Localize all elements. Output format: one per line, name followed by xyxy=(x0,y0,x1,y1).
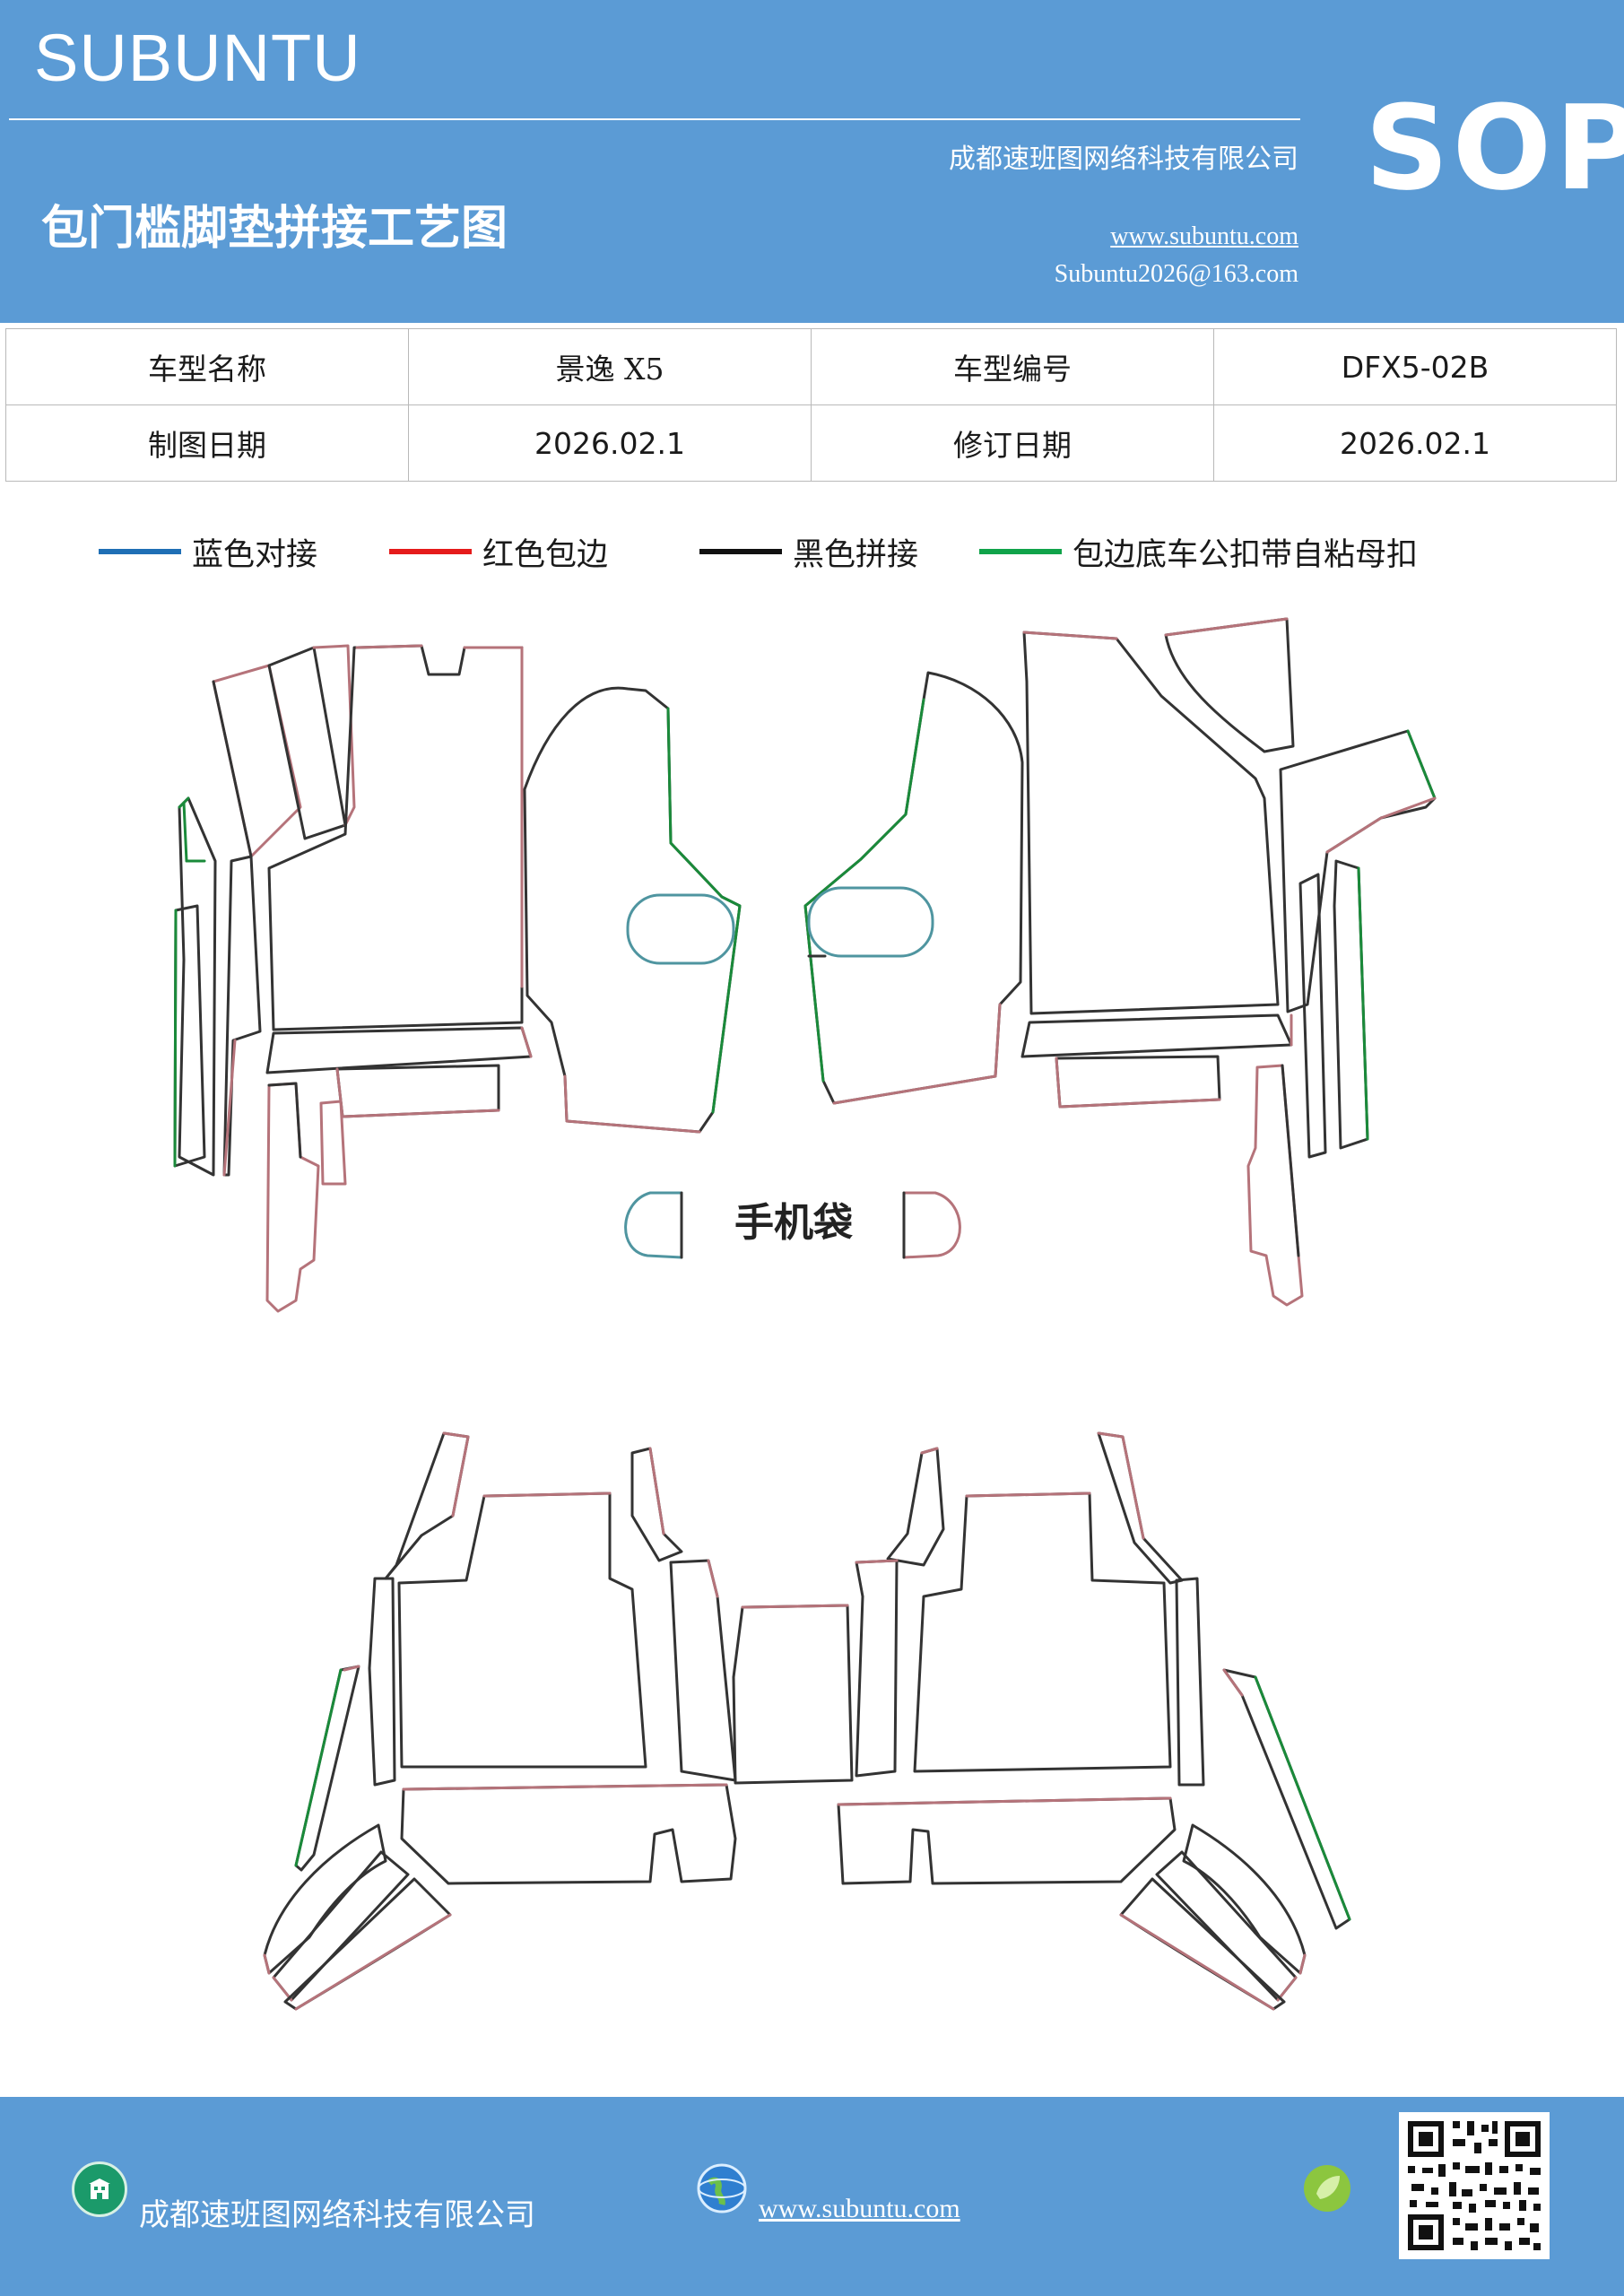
legend-label: 红色包边 xyxy=(482,536,609,573)
header-divider xyxy=(9,118,1300,120)
leaf-icon xyxy=(1304,2165,1350,2212)
revise-date-label: 修订日期 xyxy=(811,404,1214,482)
legend-item-blue: 蓝色对接 xyxy=(99,529,317,574)
phone-pocket-label: 手机袋 xyxy=(734,1200,853,1246)
front-left-center-piece xyxy=(523,686,742,1134)
building-icon xyxy=(72,2161,127,2217)
legend-label: 蓝色对接 xyxy=(192,536,318,573)
footer-company: 成都速班图网络科技有限公司 xyxy=(139,2197,535,2233)
phone-pocket-left xyxy=(624,1191,683,1259)
draw-date-value: 2026.02.1 xyxy=(408,404,812,482)
vehicle-info-table: 车型名称 景逸 X5 车型编号 DFX5-02B 制图日期 2026.02.1 … xyxy=(5,328,1617,482)
header-website-link[interactable]: www.subuntu.com xyxy=(1110,222,1298,250)
footer-banner xyxy=(0,2097,1624,2296)
legend-item-red: 红色包边 xyxy=(389,529,608,574)
model-name-value: 景逸 X5 xyxy=(408,328,812,405)
floor-mat-layout-diagram: 手机袋 xyxy=(173,617,1437,2011)
legend-label: 黑色拼接 xyxy=(793,536,919,573)
table-row: 车型名称 景逸 X5 车型编号 DFX5-02B xyxy=(5,328,1617,405)
document-title: 包门槛脚垫拼接工艺图 xyxy=(41,201,508,256)
qr-code xyxy=(1399,2112,1550,2259)
header-email: Subuntu2026@163.com xyxy=(1054,260,1298,288)
globe-icon xyxy=(697,2163,747,2213)
phone-pocket-right xyxy=(902,1191,961,1259)
brand-logo-text: SUBUNTU xyxy=(34,21,361,95)
table-row: 制图日期 2026.02.1 修订日期 2026.02.1 xyxy=(5,404,1617,482)
legend-swatch-black xyxy=(699,549,782,554)
model-code-value: DFX5-02B xyxy=(1213,328,1617,405)
legend-swatch-blue xyxy=(99,549,181,554)
model-name-label: 车型名称 xyxy=(5,328,409,405)
rear-center-piece xyxy=(732,1604,854,1785)
front-right-mat-pieces xyxy=(1020,617,1437,1307)
legend-swatch-green xyxy=(979,549,1062,554)
legend-swatch-red xyxy=(389,549,472,554)
revise-date-value: 2026.02.1 xyxy=(1213,404,1617,482)
rear-right-mat-pieces xyxy=(837,1431,1351,2011)
footer-website-link[interactable]: www.subuntu.com xyxy=(759,2194,960,2223)
front-left-mat-pieces xyxy=(173,644,533,1313)
front-right-center-piece xyxy=(803,671,1024,1105)
rear-left-mat-pieces xyxy=(263,1431,737,2011)
header-banner xyxy=(0,0,1624,323)
model-code-label: 车型编号 xyxy=(811,328,1214,405)
draw-date-label: 制图日期 xyxy=(5,404,409,482)
legend-item-black: 黑色拼接 xyxy=(699,529,918,574)
sop-badge: SOP xyxy=(1365,80,1624,216)
legend-label: 包边底车公扣带自粘母扣 xyxy=(1073,536,1419,573)
header-company: 成都速班图网络科技有限公司 xyxy=(949,144,1298,175)
legend-item-green: 包边底车公扣带自粘母扣 xyxy=(979,529,1418,574)
